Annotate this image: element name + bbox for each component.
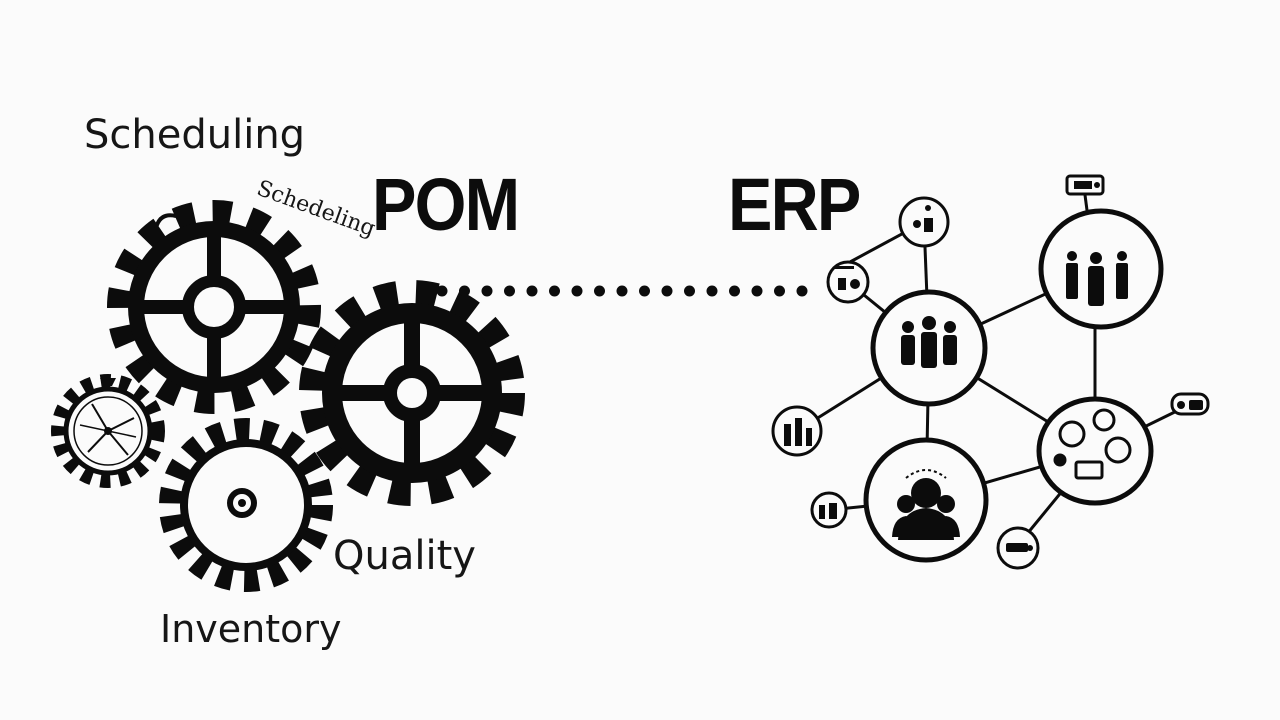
people-node <box>1038 208 1164 330</box>
satellite-node <box>810 491 848 529</box>
pom-gear-icon <box>299 280 525 506</box>
people-group-icon <box>901 316 957 368</box>
assets-node <box>1036 396 1154 506</box>
scheduling-label: Scheduling <box>84 112 306 158</box>
satellite-node <box>826 260 870 304</box>
satellite-node <box>1065 174 1105 196</box>
clock-gear-icon <box>51 374 165 488</box>
person-node <box>863 437 989 563</box>
quality-label: Quality <box>333 533 476 579</box>
assets-icon <box>1053 408 1132 480</box>
pom-title: POM <box>372 163 520 246</box>
satellite-node <box>996 526 1040 570</box>
erp-title: ERP <box>728 163 861 246</box>
satellite-node <box>898 196 950 248</box>
bottom-gear-icon <box>159 418 333 592</box>
satellite-node <box>771 405 823 457</box>
satellite-node <box>1170 392 1210 416</box>
people-icon <box>1066 251 1128 306</box>
person-silhouette-icon <box>892 478 960 540</box>
large-gear-icon <box>107 200 321 414</box>
people-group-node <box>870 289 988 407</box>
inventory-label: Inventory <box>160 607 342 651</box>
